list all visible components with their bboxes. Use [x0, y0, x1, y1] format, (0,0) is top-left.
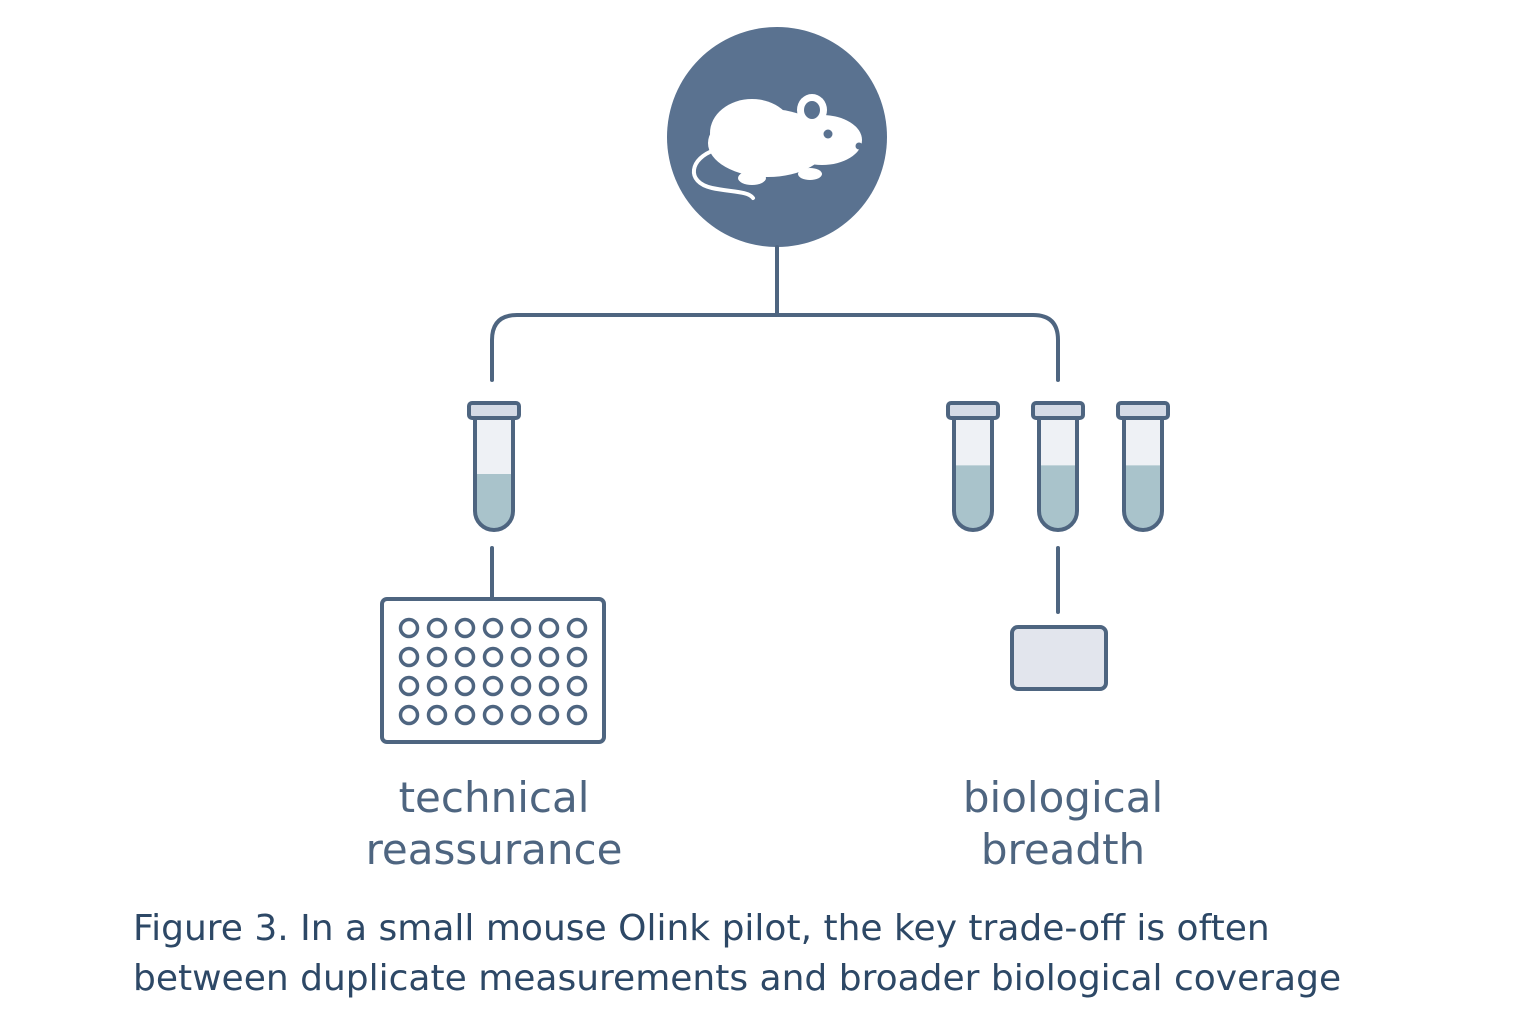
plate-well [426, 704, 448, 726]
plate-well [510, 675, 532, 697]
tube-cap [1116, 401, 1170, 420]
right-tube-group [946, 401, 1170, 532]
tube-cap [946, 401, 1000, 420]
plate-well [426, 675, 448, 697]
tube-outline [1037, 418, 1079, 532]
plate-well [454, 704, 476, 726]
left-tube-group [467, 401, 521, 532]
biological-breadth-label: biological breadth [853, 772, 1273, 876]
caption-line2: between duplicate measurements and broad… [133, 958, 1342, 999]
plate-well [538, 704, 560, 726]
plate-well [454, 675, 476, 697]
plate-well [454, 617, 476, 639]
mouse-node [667, 27, 887, 247]
test-tube-icon [467, 401, 521, 532]
plate-well [538, 646, 560, 668]
split-connector [490, 313, 1060, 382]
branch-connectors [490, 245, 1060, 614]
plate-well [510, 617, 532, 639]
biological-label-line1: biological [962, 773, 1164, 822]
test-tube-icon [946, 401, 1000, 532]
summary-card [1010, 625, 1108, 691]
well-plate-icon [380, 597, 606, 744]
plate-well [398, 617, 420, 639]
well-plate-wells [398, 617, 588, 726]
plate-well [566, 675, 588, 697]
tube-outline [473, 418, 515, 532]
plate-well [510, 704, 532, 726]
tube-cap [467, 401, 521, 420]
plate-well [482, 704, 504, 726]
technical-label-line1: technical [398, 773, 590, 822]
tube-outline [952, 418, 994, 532]
technical-reassurance-label: technical reassurance [284, 772, 704, 876]
tube-liquid [954, 465, 992, 530]
tube-cap [1031, 401, 1085, 420]
tube-liquid [1124, 465, 1162, 530]
plate-well [566, 646, 588, 668]
plate-well [566, 617, 588, 639]
tube-liquid [475, 474, 513, 530]
biological-label-line2: breadth [980, 825, 1146, 874]
technical-label-line2: reassurance [365, 825, 623, 874]
plate-well [538, 675, 560, 697]
plate-well [538, 617, 560, 639]
mouse-icon-details [691, 101, 863, 200]
tube-liquid [1039, 465, 1077, 530]
plate-well [482, 646, 504, 668]
figure-caption: Figure 3. In a small mouse Olink pilot, … [133, 904, 1523, 1004]
plate-well [398, 675, 420, 697]
test-tube-icon [1116, 401, 1170, 532]
plate-well [426, 617, 448, 639]
caption-line1: Figure 3. In a small mouse Olink pilot, … [133, 908, 1270, 949]
plate-well [482, 617, 504, 639]
plate-well [566, 704, 588, 726]
card-icon [1010, 625, 1108, 691]
plate-well [398, 704, 420, 726]
plate-well [482, 675, 504, 697]
plate-well [426, 646, 448, 668]
plate-well [454, 646, 476, 668]
plate-well [510, 646, 532, 668]
test-tube-icon [1031, 401, 1085, 532]
plate-well [398, 646, 420, 668]
mouse-icon [708, 94, 862, 185]
tube-outline [1122, 418, 1164, 532]
